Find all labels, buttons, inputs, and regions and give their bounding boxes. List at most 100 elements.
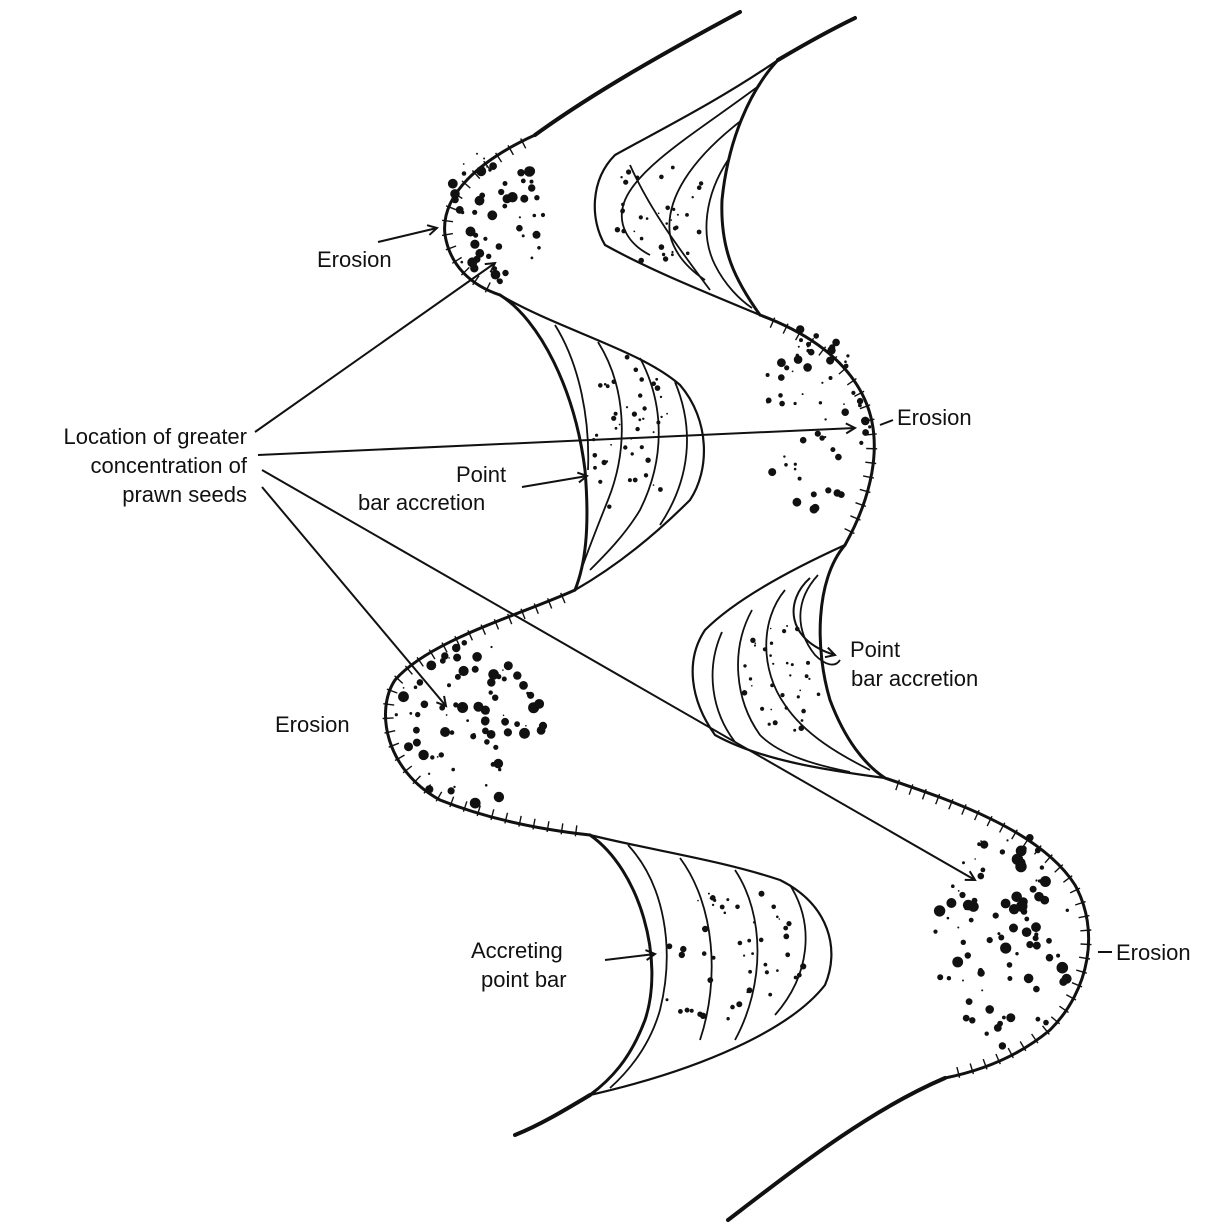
sediment-dot xyxy=(448,657,450,659)
sediment-dot xyxy=(738,941,743,946)
right-river-bank xyxy=(722,18,1089,1220)
sediment-dot xyxy=(475,196,485,206)
sediment-dot xyxy=(786,662,789,665)
sediment-dot xyxy=(770,642,773,645)
sediment-dot xyxy=(969,1017,975,1023)
sediment-dot xyxy=(656,421,660,425)
sediment-dot xyxy=(638,258,644,264)
sediment-dot xyxy=(502,204,507,209)
sediment-dot xyxy=(998,935,1004,941)
sediment-dot xyxy=(806,661,810,665)
sediment-dot xyxy=(437,756,439,758)
sediment-dot xyxy=(472,666,479,673)
sediment-dot xyxy=(799,725,805,731)
sediment-dot xyxy=(626,169,631,174)
sediment-dot xyxy=(794,976,798,980)
sediment-dot xyxy=(413,739,421,747)
sediment-dot xyxy=(502,669,504,671)
sediment-dot xyxy=(700,1013,706,1019)
sediment-dot xyxy=(491,270,501,280)
sediment-dot xyxy=(615,227,620,232)
sediment-dot xyxy=(631,452,634,455)
sediment-dot xyxy=(487,730,496,739)
sediment-dot xyxy=(968,901,979,912)
label-location-line1: Location of greater xyxy=(64,424,247,449)
sediment-dot xyxy=(502,270,508,276)
sediment-dot xyxy=(534,699,544,709)
sediment-dot xyxy=(602,460,607,465)
sediment-dot xyxy=(993,913,999,919)
sediment-dot xyxy=(415,712,420,717)
sediment-dot xyxy=(653,431,655,433)
sediment-dot xyxy=(642,406,646,410)
sediment-dot xyxy=(462,640,468,646)
sediment-dot xyxy=(838,491,845,498)
sediment-dot xyxy=(846,354,849,357)
sediment-dot xyxy=(448,787,455,794)
label-accreting-line2: point bar xyxy=(481,967,567,992)
sediment-dot xyxy=(439,752,444,757)
sediment-dot xyxy=(768,993,772,997)
sediment-dot xyxy=(759,891,765,897)
sediment-dot xyxy=(1002,1016,1006,1020)
sediment-dot xyxy=(736,1001,742,1007)
sediment-dot xyxy=(503,181,508,186)
sediment-dot xyxy=(1043,1020,1049,1026)
sediment-dot xyxy=(794,463,797,466)
sediment-dot xyxy=(659,175,664,180)
sediment-dot xyxy=(504,661,513,670)
sediment-dot xyxy=(1015,952,1018,955)
sediment-dot xyxy=(702,951,707,956)
sediment-dot xyxy=(421,701,429,709)
sediment-dot xyxy=(476,153,478,155)
sediment-dot xyxy=(1022,927,1032,937)
sediment-dot xyxy=(791,663,794,666)
sediment-dot xyxy=(789,674,791,676)
sediment-dot xyxy=(503,715,505,717)
sediment-dot xyxy=(685,1008,690,1013)
arrow-point-bar-1 xyxy=(522,476,587,487)
sediment-dot xyxy=(829,344,835,350)
sediment-dot xyxy=(699,181,703,185)
sediment-dot xyxy=(743,955,745,957)
sediment-dot xyxy=(786,921,791,926)
sediment-dot xyxy=(778,374,785,381)
sediment-dot xyxy=(783,934,789,940)
sediment-dot xyxy=(623,445,627,449)
sediment-dot xyxy=(817,693,821,697)
sediment-dot xyxy=(686,252,690,256)
sediment-dot xyxy=(507,192,517,202)
sediment-dot xyxy=(815,431,821,437)
sediment-dot xyxy=(671,219,673,221)
sediment-dot xyxy=(409,712,412,715)
sediment-dot xyxy=(796,354,799,357)
sediment-dot xyxy=(481,717,489,725)
sediment-dot xyxy=(710,895,716,901)
sediment-dot xyxy=(770,628,772,630)
label-accreting-line1: Accreting xyxy=(471,938,563,963)
sediment-dot xyxy=(472,652,482,662)
sediment-dot xyxy=(494,792,504,802)
sediment-dot xyxy=(492,695,498,701)
sediment-dot xyxy=(779,918,781,920)
sediment-dot xyxy=(966,998,973,1005)
sediment-dot xyxy=(528,184,535,191)
sediment-dot xyxy=(519,216,521,218)
sediment-dot xyxy=(675,226,679,230)
sediment-dot xyxy=(680,946,686,952)
sediment-dot xyxy=(965,952,971,958)
erosion-hatch-mark xyxy=(1081,944,1092,945)
sediment-dot xyxy=(974,858,976,860)
sediment-dot xyxy=(825,487,831,493)
sediment-dot xyxy=(513,671,521,679)
sediment-dot xyxy=(768,723,771,726)
sediment-dot xyxy=(773,720,778,725)
sediment-dot xyxy=(780,693,784,697)
sediment-dot xyxy=(835,454,842,461)
sediment-dot xyxy=(611,416,616,421)
sediment-dot xyxy=(690,1009,694,1013)
sediment-dot xyxy=(1040,876,1051,887)
sediment-dot xyxy=(997,932,1000,935)
sediment-dot xyxy=(747,987,753,993)
sediment-dot xyxy=(1007,962,1013,968)
